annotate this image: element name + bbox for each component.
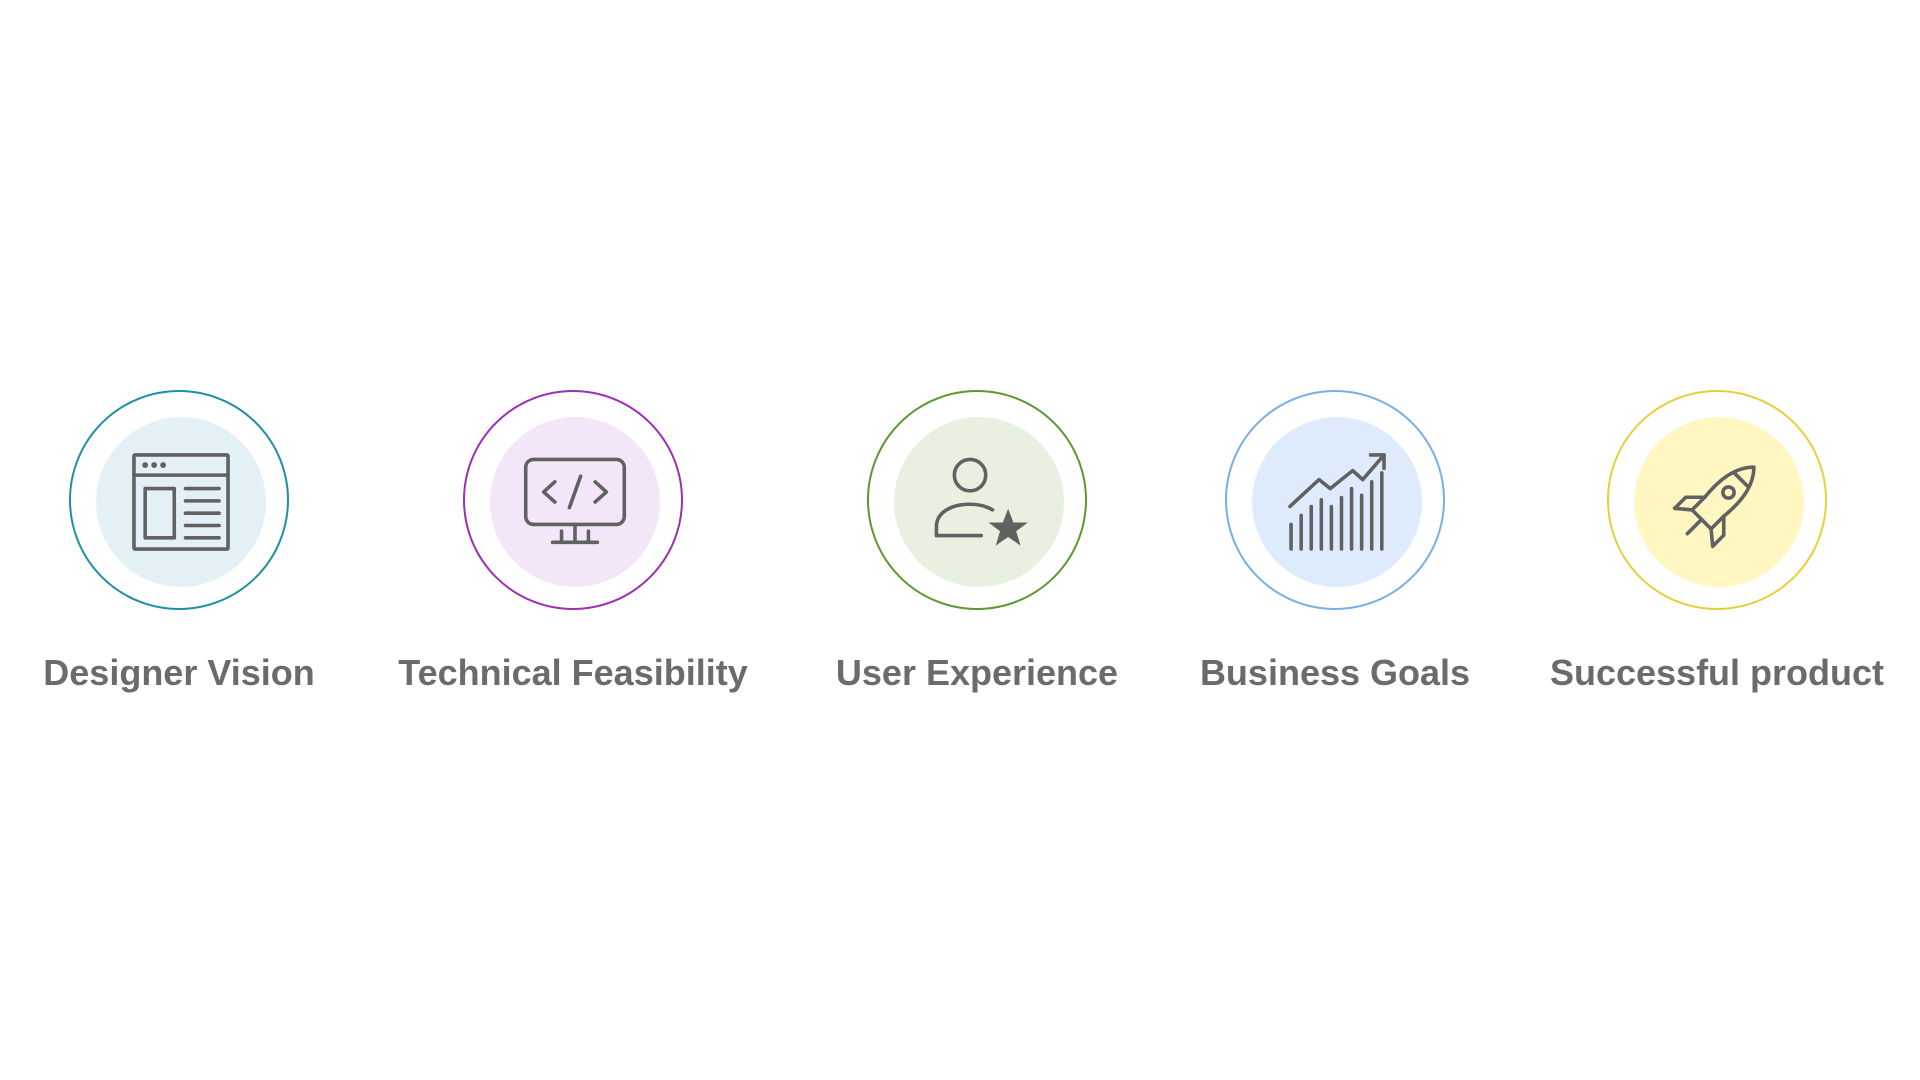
step-successful-product: Successful product: [1507, 390, 1920, 694]
growth-chart-icon: [1288, 453, 1386, 551]
step-ring: [1607, 390, 1827, 610]
step-disc: [1634, 417, 1804, 587]
rocket-icon: [1672, 465, 1756, 549]
step-business-goals: Business Goals: [1125, 390, 1545, 694]
step-ring: [69, 390, 289, 610]
layout-icon: [132, 453, 230, 551]
step-user-experience: User Experience: [767, 390, 1187, 694]
step-label: Successful product: [1549, 652, 1885, 693]
step-disc: [894, 417, 1064, 587]
step-disc: [96, 417, 266, 587]
step-label: User Experience: [835, 652, 1119, 693]
step-disc: [490, 417, 660, 587]
step-disc: [1252, 417, 1422, 587]
step-ring: [867, 390, 1087, 610]
step-label: Technical Feasibility: [398, 652, 748, 693]
step-ring: [463, 390, 683, 610]
step-ring: [1225, 390, 1445, 610]
step-label: Designer Vision: [43, 652, 315, 693]
code-monitor-icon: [523, 457, 627, 545]
step-technical-feasibility: Technical Feasibility: [363, 390, 783, 694]
user-star-icon: [934, 457, 1028, 546]
step-designer-vision: Designer Vision: [0, 390, 389, 694]
step-label: Business Goals: [1199, 652, 1471, 693]
